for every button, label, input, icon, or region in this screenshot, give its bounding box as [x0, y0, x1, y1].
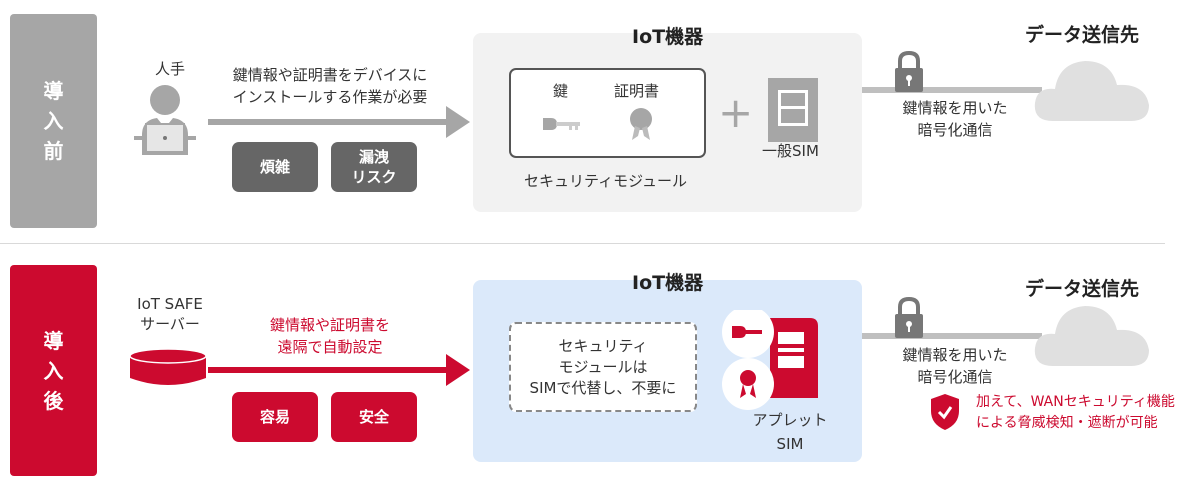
key-label: 鍵 — [553, 82, 569, 100]
destination-title: データ送信先 — [1025, 24, 1140, 46]
text-line: 鍵情報や証明書をデバイスに — [232, 66, 428, 84]
encrypted-comm-text: 鍵情報を用いた 暗号化通信 — [895, 344, 1015, 388]
label-char: 導 — [43, 328, 64, 353]
cloud-icon — [1034, 306, 1149, 366]
person-laptop-icon — [134, 85, 196, 155]
text-line: SIM — [776, 435, 804, 453]
label-char: 入 — [43, 109, 64, 133]
text-line: サーバー — [140, 315, 200, 333]
text-line: モジュールは — [558, 358, 648, 376]
arrow-text: 鍵情報や証明書をデバイスに インストールする作業が必要 — [210, 64, 450, 108]
cloud-icon — [1034, 61, 1149, 121]
connection-line — [862, 87, 1042, 93]
text-line: セキュリティ — [558, 337, 648, 355]
module-note-box: セキュリティ モジュールは SIMで代替し、不要に — [509, 322, 697, 412]
connection-line — [862, 333, 1042, 339]
text-line: 鍵情報や証明書を — [269, 316, 390, 334]
lock-icon — [895, 296, 923, 338]
plus-icon: + — [718, 88, 754, 137]
after-label: 導 入 後 — [10, 265, 97, 476]
arrow-right-icon — [208, 106, 470, 138]
tag-easy: 容易 — [232, 392, 318, 442]
arrow-right-icon — [208, 354, 470, 386]
certificate-badge-icon — [630, 108, 652, 140]
tag-complex: 煩雑 — [232, 142, 318, 192]
shield-check-icon — [931, 394, 959, 430]
text-line: IoT SAFE — [137, 295, 203, 313]
security-module-box — [509, 68, 706, 158]
text-line: による脅威検知・遮断が可能 — [976, 415, 1158, 431]
text-line: 鍵情報を用いた — [902, 346, 1008, 364]
text-line: リスク — [351, 168, 397, 186]
text-line: 遠隔で自動設定 — [277, 338, 383, 356]
lock-icon — [895, 50, 923, 92]
server-database-icon — [129, 348, 207, 385]
text-line: 暗号化通信 — [917, 368, 993, 386]
text-line: SIMで代替し、不要に — [529, 379, 677, 397]
actor-label: 人手 — [154, 60, 185, 78]
sim-label: 一般SIM — [762, 142, 819, 160]
label-char: 入 — [43, 358, 64, 383]
wan-security-note: 加えて、WANセキュリティ機能 による脅威検知・遮断が可能 — [976, 392, 1175, 434]
section-divider — [0, 243, 1165, 244]
text-line: 暗号化通信 — [917, 121, 993, 139]
encrypted-comm-text: 鍵情報を用いた 暗号化通信 — [895, 97, 1015, 141]
text-line: アプレット — [752, 411, 828, 429]
tag-leak-risk: 漏洩 リスク — [331, 142, 417, 192]
key-icon — [543, 118, 580, 130]
destination-title: データ送信先 — [1025, 278, 1140, 300]
iot-title: IoT機器 — [632, 26, 704, 48]
security-module-label: セキュリティモジュール — [523, 172, 688, 190]
certificate-label: 証明書 — [614, 82, 660, 100]
label-char: 前 — [43, 139, 64, 163]
text-line: インストールする作業が必要 — [232, 88, 428, 106]
label-char: 導 — [43, 79, 64, 103]
server-label: IoT SAFE サーバー — [125, 294, 215, 334]
text-line: 加えて、WANセキュリティ機能 — [976, 394, 1175, 410]
tag-secure: 安全 — [331, 392, 417, 442]
arrow-text: 鍵情報や証明書を 遠隔で自動設定 — [240, 314, 420, 358]
iot-title: IoT機器 — [632, 272, 704, 294]
label-char: 後 — [43, 388, 64, 413]
text-line: 漏洩 — [358, 148, 389, 166]
text-line: 鍵情報を用いた — [902, 99, 1008, 117]
applet-sim-icon — [722, 310, 818, 410]
sim-card-icon — [768, 78, 818, 142]
before-label: 導 入 前 — [10, 14, 97, 228]
applet-sim-label: アプレット SIM — [750, 408, 830, 456]
